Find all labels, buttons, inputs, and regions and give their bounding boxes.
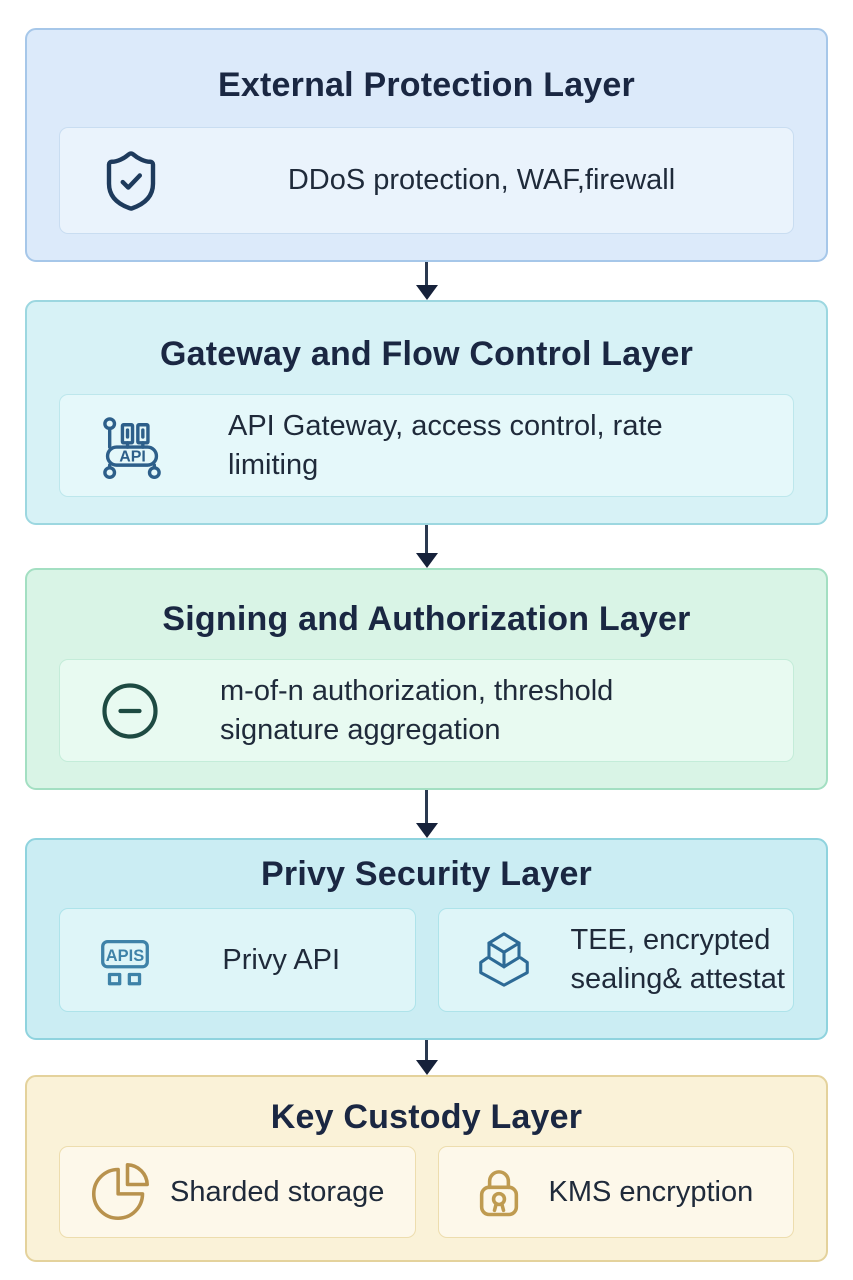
api-gateway-icon: API <box>98 412 166 480</box>
feature-card: API API Gateway, access control, rate li… <box>59 394 794 497</box>
layer-privy-security: Privy Security Layer APIS Privy API <box>25 838 828 1040</box>
flow-arrow-4 <box>25 1040 828 1075</box>
layer-items: m-of-n authorization, threshold signatur… <box>59 659 794 762</box>
feature-text: TEE, encrypted sealing& attestat <box>570 924 785 995</box>
layer-gateway-flow-control: Gateway and Flow Control Layer <box>25 300 828 525</box>
feature-card: TEE, encrypted sealing& attestat <box>437 908 794 1012</box>
arrow-head-icon <box>415 553 438 568</box>
pie-chart-icon <box>90 1162 150 1222</box>
feature-text: KMS encryption <box>548 1175 754 1208</box>
flow-arrow-2 <box>25 525 828 568</box>
arrow-line <box>425 790 428 823</box>
layer-key-custody: Key Custody Layer Sharded storage <box>25 1075 828 1262</box>
layer-signing-authorization: Signing and Authorization Layer m-of-n a… <box>25 568 828 790</box>
feature-text: m-of-n authorization, threshold signatur… <box>220 674 614 746</box>
feature-text: API Gateway, access control, rate limiti… <box>228 409 663 481</box>
feature-card: m-of-n authorization, threshold signatur… <box>59 659 794 762</box>
arrow-line <box>425 525 428 553</box>
arrow-line <box>425 1040 428 1060</box>
svg-text:API: API <box>119 448 146 465</box>
tee-cube-icon <box>473 929 535 991</box>
layer-title: Gateway and Flow Control Layer <box>159 335 694 373</box>
flow-arrow-1 <box>25 262 828 300</box>
feature-card: DDoS protection, WAF,firewall <box>59 127 794 234</box>
arrow-line <box>425 262 428 285</box>
layer-items: Sharded storage KMS encryption <box>59 1146 794 1238</box>
feature-text: Privy API <box>222 943 341 976</box>
arrow-head-icon <box>415 1060 438 1075</box>
layer-title: Privy Security Layer <box>261 855 592 893</box>
layer-items: APIS Privy API TEE, encrypted sealing& a… <box>59 908 794 1012</box>
arrow-head-icon <box>415 823 438 838</box>
layer-items: DDoS protection, WAF,firewall <box>59 127 794 234</box>
svg-text:APIS: APIS <box>106 947 144 965</box>
feature-card: KMS encryption <box>437 1146 794 1238</box>
flow-arrow-3 <box>25 790 828 838</box>
layer-title: Key Custody Layer <box>270 1098 583 1136</box>
feature-text: DDoS protection, WAF,firewall <box>287 164 676 197</box>
layer-title: External Protection Layer <box>218 66 635 104</box>
circle-minus-icon <box>98 679 162 743</box>
kms-lock-icon <box>469 1162 529 1222</box>
arrow-head-icon <box>415 285 438 300</box>
feature-card: Sharded storage <box>59 1146 416 1238</box>
layer-external-protection: External Protection Layer DDoS protectio… <box>25 28 828 262</box>
layer-title: Signing and Authorization Layer <box>162 600 691 638</box>
shield-check-icon <box>98 148 164 214</box>
feature-card: APIS Privy API <box>59 908 416 1012</box>
layer-items: API API Gateway, access control, rate li… <box>59 394 794 497</box>
apis-chip-icon: APIS <box>94 929 156 991</box>
feature-text: Sharded storage <box>170 1175 385 1208</box>
